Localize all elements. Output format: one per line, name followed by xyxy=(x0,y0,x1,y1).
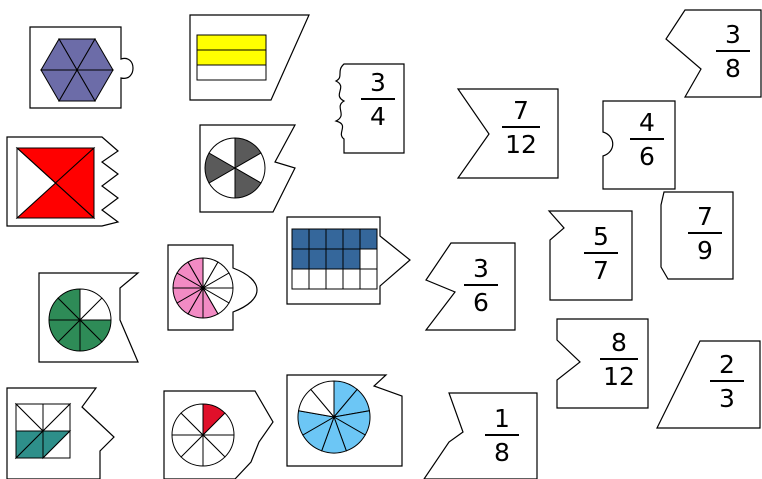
fraction-7-9[interactable]: 7 9 xyxy=(675,204,735,263)
denominator: 9 xyxy=(675,238,735,263)
fraction-8-12[interactable]: 8 12 xyxy=(589,330,649,389)
numerator: 4 xyxy=(617,110,677,135)
grid-cell xyxy=(343,269,360,289)
bars-shape xyxy=(197,35,266,80)
fraction-bar xyxy=(584,252,618,254)
grid-cell xyxy=(326,249,343,269)
fraction-3-8[interactable]: 3 8 xyxy=(703,22,762,81)
numerator: 3 xyxy=(348,70,408,95)
fraction-bar xyxy=(361,98,395,100)
fraction-1-8[interactable]: 1 8 xyxy=(472,406,532,465)
grid-cell xyxy=(309,269,326,289)
piece-teal-square[interactable] xyxy=(6,387,116,479)
fraction-bar xyxy=(600,358,638,360)
piece-grey-circle[interactable] xyxy=(199,124,299,214)
fraction-3-6[interactable]: 3 6 xyxy=(451,256,511,315)
denominator: 7 xyxy=(571,258,631,283)
grid-cell xyxy=(326,229,343,249)
fraction-bar xyxy=(502,126,540,128)
grid-cell xyxy=(360,229,377,249)
square-shape xyxy=(17,148,94,218)
denominator: 12 xyxy=(589,364,649,389)
fraction-bar xyxy=(485,434,519,436)
piece-blue-grid[interactable] xyxy=(286,216,412,306)
grid-cell xyxy=(292,269,309,289)
denominator: 8 xyxy=(703,56,762,81)
fraction-2-3[interactable]: 2 3 xyxy=(697,352,757,411)
fraction-bar xyxy=(630,138,664,140)
denominator: 6 xyxy=(617,144,677,169)
grid-cell xyxy=(343,249,360,269)
numerator: 3 xyxy=(451,256,511,281)
piece-sky-circle[interactable] xyxy=(286,374,404,468)
numerator: 5 xyxy=(571,224,631,249)
numerator: 2 xyxy=(697,352,757,377)
fraction-5-7[interactable]: 5 7 xyxy=(571,224,631,283)
numerator: 3 xyxy=(703,22,762,47)
pie-sky xyxy=(298,381,370,453)
fraction-bar xyxy=(716,50,750,52)
numerator: 1 xyxy=(472,406,532,431)
pie-crimson xyxy=(172,404,234,466)
numerator: 7 xyxy=(491,98,551,123)
pie-pink xyxy=(173,258,233,318)
grid-cell xyxy=(292,229,309,249)
grid-cell xyxy=(292,249,309,269)
piece-yellow-bars[interactable] xyxy=(189,14,313,102)
fraction-bar xyxy=(710,380,744,382)
bar-strip xyxy=(197,35,266,50)
grid-cell xyxy=(343,229,360,249)
fraction-bar xyxy=(688,232,722,234)
grid-cell xyxy=(360,249,377,269)
numerator: 7 xyxy=(675,204,735,229)
fraction-4-6[interactable]: 4 6 xyxy=(617,110,677,169)
piece-red-square[interactable] xyxy=(6,136,120,228)
fraction-3-4[interactable]: 3 4 xyxy=(348,70,408,129)
grid-cell xyxy=(309,249,326,269)
piece-pink-circle[interactable] xyxy=(167,244,265,332)
grid-shape xyxy=(292,229,377,289)
teal-square-shape xyxy=(16,404,70,458)
piece-crimson-circle[interactable] xyxy=(163,390,275,479)
fraction-7-12[interactable]: 7 12 xyxy=(491,98,551,157)
denominator: 8 xyxy=(472,440,532,465)
denominator: 6 xyxy=(451,290,511,315)
denominator: 3 xyxy=(697,386,757,411)
pie-grey xyxy=(205,138,265,198)
bar-strip xyxy=(197,65,266,80)
denominator: 12 xyxy=(491,132,551,157)
bar-strip xyxy=(197,50,266,65)
fraction-bar xyxy=(464,284,498,286)
grid-cell xyxy=(309,229,326,249)
denominator: 4 xyxy=(348,104,408,129)
piece-hexagon[interactable] xyxy=(29,26,141,110)
pie-green xyxy=(49,289,111,351)
numerator: 8 xyxy=(589,330,649,355)
grid-cell xyxy=(360,269,377,289)
grid-cell xyxy=(326,269,343,289)
piece-green-circle[interactable] xyxy=(38,272,142,364)
